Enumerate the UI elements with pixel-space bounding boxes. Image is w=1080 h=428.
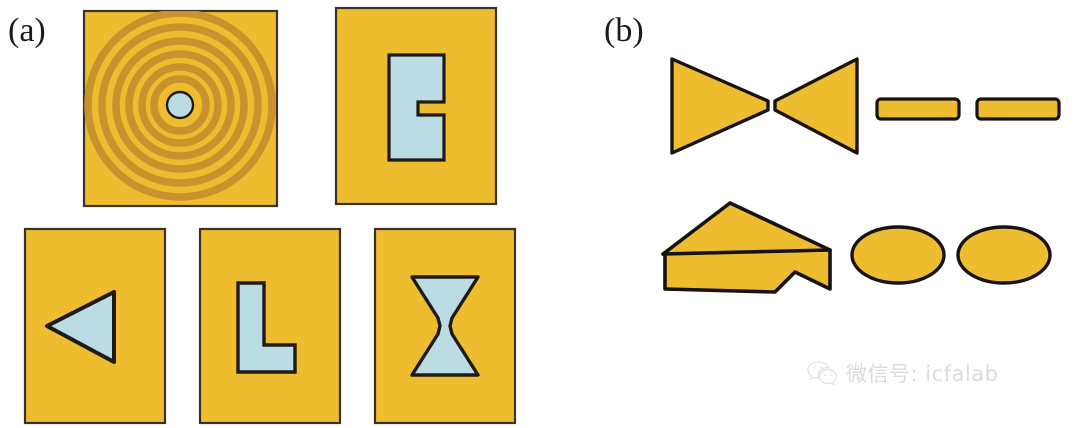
- l-shape-tile: [198, 227, 342, 425]
- panel-label-b: (b): [604, 12, 644, 49]
- hourglass-feature: [410, 275, 480, 377]
- left-triangle-tile: [23, 227, 167, 425]
- notched-rectangle-feature: [387, 53, 446, 162]
- watermark: 微信号: icfalab: [806, 358, 998, 388]
- concentric-rings-tile: [82, 9, 279, 208]
- folded-triangle-bar: [661, 201, 832, 294]
- ellipse-left: [850, 225, 946, 285]
- tile-background: [198, 227, 342, 425]
- notched-bar-tile: [334, 6, 498, 206]
- bowtie-right-triangle: [773, 57, 859, 155]
- bar-left: [875, 97, 961, 121]
- folded-triangle-crease: [661, 248, 832, 256]
- panel-label-a: (a): [8, 12, 46, 49]
- hourglass-tile: [373, 227, 517, 425]
- ellipse-right: [956, 225, 1052, 285]
- ring-center-dot: [165, 90, 195, 120]
- bar-right: [975, 97, 1061, 121]
- watermark-text: 微信号: icfalab: [846, 362, 999, 386]
- ring-group: [84, 11, 276, 201]
- bowtie-left-triangle: [670, 57, 770, 155]
- letter-l-feature: [236, 281, 297, 374]
- left-triangle-feature: [45, 290, 116, 364]
- wechat-icon: [807, 361, 837, 386]
